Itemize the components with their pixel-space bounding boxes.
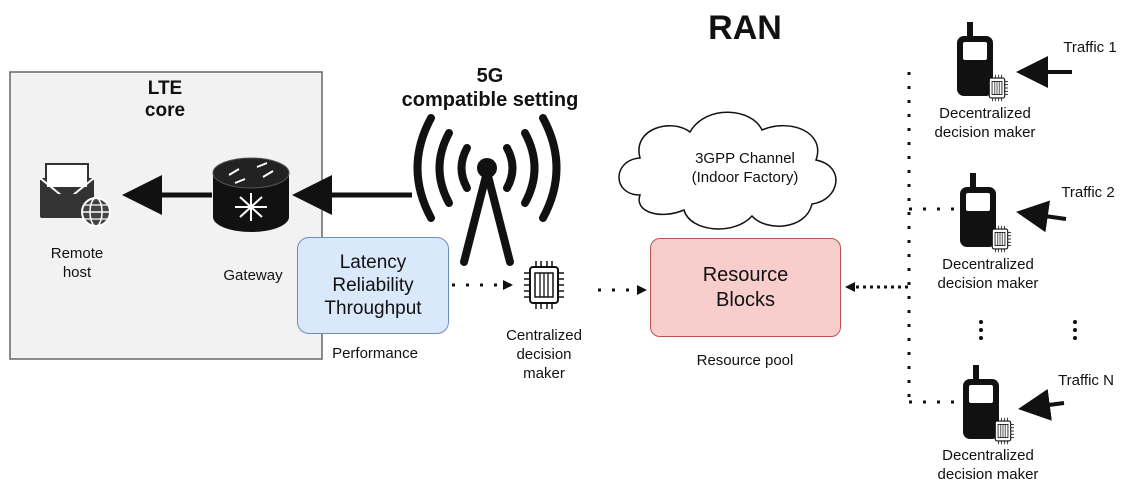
lte-core-title: LTE core: [120, 78, 210, 122]
traffic-label-3: Traffic N: [1058, 372, 1114, 389]
tower-icon: [413, 114, 561, 266]
gateway-router-icon: [212, 157, 290, 232]
ue-label-1-line2: decision maker: [934, 124, 1036, 141]
channel-label-line2: (Indoor Factory): [691, 169, 799, 186]
resource-blocks-box: Resource Blocks: [650, 238, 841, 337]
channel-label: 3GPP Channel (Indoor Factory): [655, 149, 835, 187]
metric-reliability: Reliability: [332, 275, 414, 296]
metric-latency: Latency: [339, 252, 407, 273]
ue-label-2-line1: Decentralized: [942, 256, 1034, 273]
ellipsis-dots: [979, 320, 1077, 340]
traffic-arrow-2: [1016, 200, 1067, 233]
traffic-label-2: Traffic 2: [1061, 184, 1115, 201]
remote-host-label: Remote host: [32, 244, 122, 282]
tower-title: 5G compatible setting: [390, 64, 590, 112]
resource-label-line1: Resource: [702, 263, 789, 286]
tower-title-line1: 5G: [476, 65, 504, 87]
ue-label-2: Decentralized decision maker: [928, 255, 1048, 293]
ue-label-3: Decentralized decision maker: [928, 446, 1048, 484]
centralized-chip-icon: [523, 260, 565, 310]
ue-label-1-line1: Decentralized: [939, 105, 1031, 122]
ue-label-1: Decentralized decision maker: [925, 104, 1045, 142]
lte-core-title-line2: core: [144, 100, 186, 121]
gateway-label: Gateway: [223, 267, 283, 284]
ue-phone-icon-1: [957, 22, 1008, 101]
performance-box: Latency Reliability Throughput: [297, 237, 449, 334]
centralized-label-line3: maker: [523, 365, 565, 382]
traffic-label-1: Traffic 1: [1063, 39, 1117, 56]
ue-label-2-line2: decision maker: [937, 275, 1039, 292]
channel-label-line1: 3GPP Channel: [695, 150, 795, 167]
resource-label-line2: Blocks: [716, 288, 775, 311]
metric-throughput: Throughput: [324, 298, 422, 319]
performance-caption: Performance: [332, 345, 418, 362]
resource-pool-caption: Resource pool: [696, 352, 794, 369]
centralized-label-line1: Centralized: [506, 327, 582, 344]
lte-core-title-line1: LTE: [147, 78, 183, 99]
centralized-label-line2: decision: [516, 346, 572, 363]
remote-host-label-line2: host: [62, 264, 92, 281]
ue-phone-icon-2: [960, 173, 1011, 252]
tower-title-line2: compatible setting: [401, 89, 579, 111]
channel-cloud: [618, 111, 837, 230]
remote-host-label-line1: Remote: [50, 245, 104, 262]
traffic-arrow-3: [1018, 389, 1065, 421]
ran-title: RAN: [708, 9, 782, 47]
ue-label-3-line1: Decentralized: [942, 447, 1034, 464]
ue-label-3-line2: decision maker: [937, 466, 1039, 483]
remote-host-icon: [39, 163, 111, 227]
centralized-label: Centralized decision maker: [489, 326, 599, 383]
ue-phone-icon-3: [963, 365, 1014, 444]
